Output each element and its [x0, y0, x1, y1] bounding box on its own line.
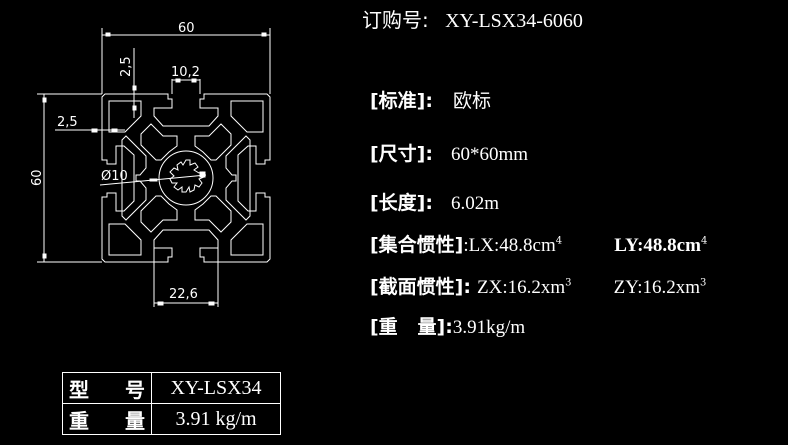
spec-inertia-y: LY:48.8cm — [614, 235, 701, 256]
spec-section-x: ZX:16.2xm — [477, 277, 566, 298]
spec-section-modulus: [截面惯性]: ZX:16.2xm3 ZY:16.2xm3 — [370, 272, 706, 299]
table-key-weight: 重量 — [62, 403, 152, 435]
cavity-bottom-right — [230, 223, 264, 256]
order-number: 订购号: XY-LSX34-6060 — [362, 4, 583, 33]
cavity-right — [225, 135, 251, 221]
cavity-top-left — [108, 100, 142, 133]
spec-moment-of-inertia: [集合惯性]:LX:48.8cm4 LY:48.8cm4 — [370, 230, 707, 257]
spec-section-y: ZY:16.2xm — [613, 277, 701, 298]
cavity-bottom-left — [108, 223, 142, 256]
model-weight-table: 型号 XY-LSX34 重量 3.91 kg/m — [62, 372, 281, 435]
dim-bottom-slot-label: 22,6 — [169, 287, 198, 302]
cavity-bottom — [140, 195, 178, 233]
cavity-top-r — [194, 123, 232, 161]
spec-standard-label: [标准]: — [370, 90, 433, 112]
order-number-label: 订购号: — [362, 8, 429, 32]
center-bore-star — [169, 159, 205, 193]
spec-weight-value: 3.91kg/m — [452, 317, 526, 338]
table-value-model: XY-LSX34 — [151, 372, 281, 404]
spec-size-label: [尺寸]: — [370, 143, 433, 165]
table-key-a: 型 — [69, 377, 89, 402]
core-circle — [158, 150, 214, 206]
dim-width-label: 60 — [178, 21, 195, 36]
spec-inertia-label: [集合惯性] — [370, 234, 464, 256]
dim-bore-label: Ø10 — [101, 169, 128, 184]
spec-size-value: 60*60mm — [451, 144, 529, 165]
spec-length: [长度]: 6.02m — [370, 188, 499, 215]
spec-standard-value: 欧标 — [453, 90, 492, 112]
spec-inertia-x: :LX:48.8cm — [463, 235, 556, 256]
spec-inertia-y-sup: 4 — [700, 235, 708, 247]
table-key-b: 量 — [125, 408, 145, 433]
spec-section-y-sup: 3 — [700, 277, 707, 289]
dimension-lines — [37, 28, 271, 307]
outer-contour — [101, 93, 271, 263]
cavity-top-right — [230, 100, 264, 133]
dim-slot-label: 10,2 — [171, 65, 200, 80]
spec-section-x-sup: 3 — [565, 277, 572, 289]
spec-length-value: 6.02m — [451, 193, 500, 214]
spec-length-label: [长度]: — [370, 192, 433, 214]
cavity-bottom-r — [194, 195, 232, 233]
spec-standard: [标准]: 欧标 — [370, 86, 491, 113]
spec-weight: [重 量]:3.91kg/m — [370, 312, 525, 339]
spec-size: [尺寸]: 60*60mm — [370, 139, 528, 166]
dim-height-label: 60 — [30, 169, 45, 186]
cavity-top — [140, 123, 178, 161]
table-row: 重量 3.91 kg/m — [62, 403, 281, 435]
spec-inertia-x-sup: 4 — [555, 235, 563, 247]
table-row: 型号 XY-LSX34 — [62, 372, 281, 404]
dim-side-wall-label: 2,5 — [57, 115, 78, 130]
order-number-value: XY-LSX34-6060 — [445, 10, 583, 32]
table-key-a: 重 — [69, 408, 89, 433]
table-value-weight: 3.91 kg/m — [151, 403, 281, 435]
table-key-model: 型号 — [62, 372, 152, 404]
spec-section-label: [截面惯性]: — [370, 276, 471, 298]
spec-weight-label: [重 量]: — [370, 316, 453, 338]
profile-outline — [101, 93, 271, 263]
table-key-b: 号 — [125, 377, 145, 402]
dim-top-wall-label: 2,5 — [119, 56, 134, 77]
